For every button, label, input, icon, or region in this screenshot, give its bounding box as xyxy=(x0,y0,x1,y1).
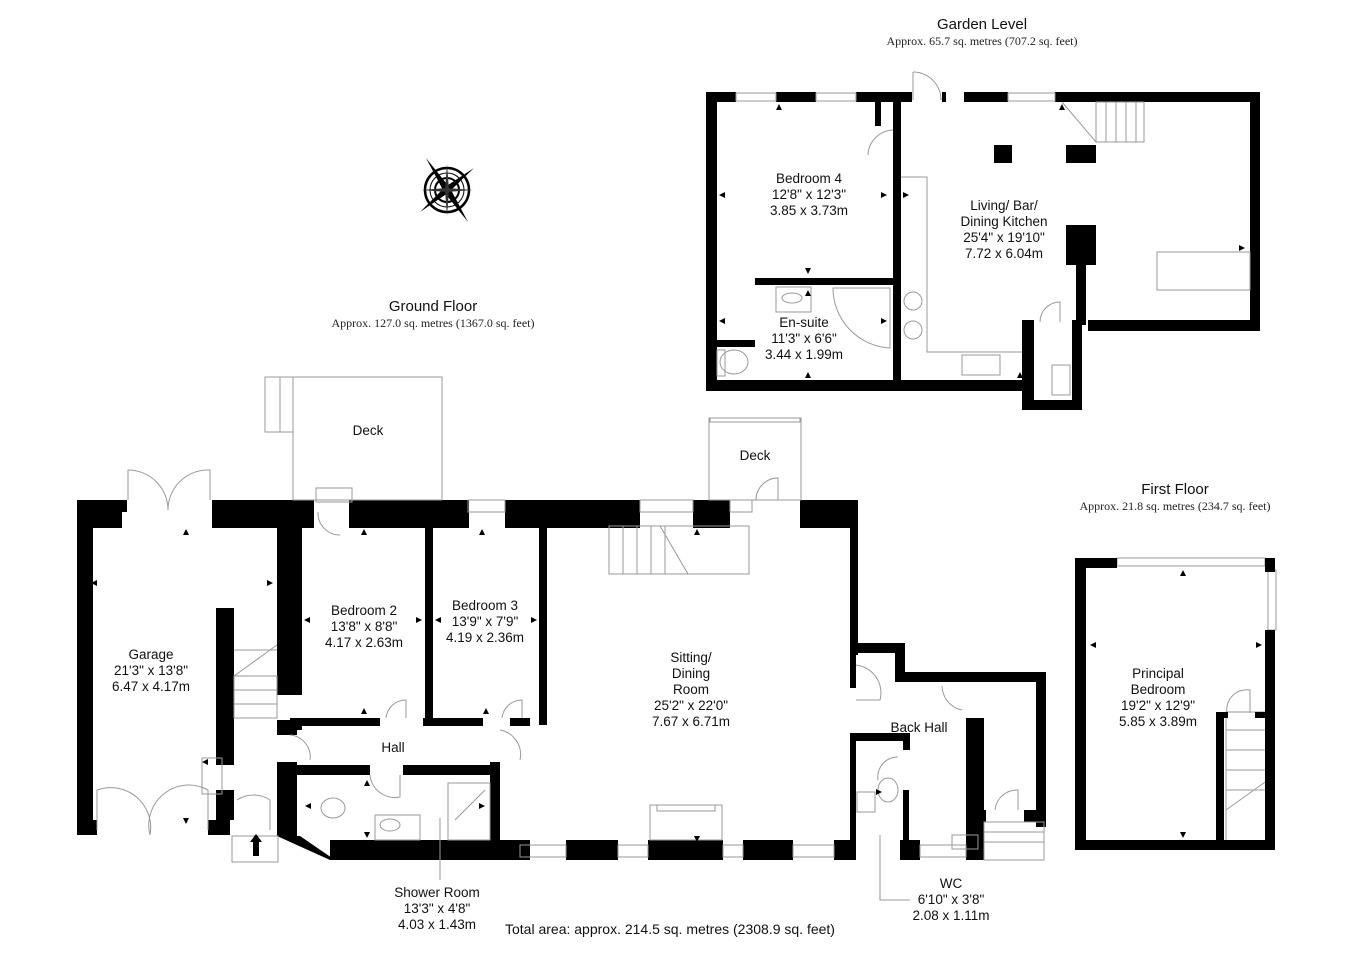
room-label-hall: Hall xyxy=(381,740,404,756)
room-name: Garage xyxy=(128,647,174,662)
room-imperial: 19'2" x 12'9" xyxy=(1120,698,1196,713)
room-name: Sitting/ xyxy=(670,650,712,665)
room-name: Back Hall xyxy=(890,720,948,735)
room-label-living-kitchen: Living/ Bar/ Dining Kitchen 25'4" x 19'1… xyxy=(960,198,1047,262)
room-label-sitting-dining: Sitting/ Dining Room 25'2" x 22'0" 7.67 … xyxy=(652,650,730,730)
room-metric: 6.47 x 4.17m xyxy=(111,679,191,694)
room-label-bedroom-2: Bedroom 2 13'8" x 8'8" 4.17 x 2.63m xyxy=(325,603,403,651)
fixtures xyxy=(96,71,1277,901)
room-name: Dining Kitchen xyxy=(960,214,1048,229)
floor-name: Ground Floor xyxy=(388,298,478,315)
first-floor-walls xyxy=(1075,558,1275,850)
room-imperial: 13'9" x 7'9" xyxy=(451,614,519,629)
room-name: Principal xyxy=(1132,666,1184,681)
room-label-wc: WC 6'10" x 3'8" 2.08 x 1.11m xyxy=(912,876,989,924)
room-label-bedroom-4: Bedroom 4 12'8" x 12'3" 3.85 x 3.73m xyxy=(770,171,848,219)
room-name: Deck xyxy=(739,448,771,463)
floor-area: Approx. 127.0 sq. metres (1367.0 sq. fee… xyxy=(331,316,535,330)
room-imperial: 25'2" x 22'0" xyxy=(653,698,729,713)
room-label-deck-right: Deck xyxy=(740,448,771,464)
room-imperial: 12'8" x 12'3" xyxy=(771,187,847,202)
room-imperial: 21'3" x 13'8" xyxy=(113,663,189,678)
floor-name: First Floor xyxy=(1141,481,1209,498)
room-metric: 4.19 x 2.36m xyxy=(445,630,525,645)
room-metric: 2.08 x 1.11m xyxy=(912,908,990,923)
room-metric: 3.85 x 3.73m xyxy=(769,203,849,218)
room-metric: 3.44 x 1.99m xyxy=(764,347,844,362)
room-name: Hall xyxy=(381,740,405,755)
entrance-arrow-icon xyxy=(250,834,262,856)
room-name: Bedroom 3 xyxy=(451,598,519,613)
room-name: En-suite xyxy=(779,315,829,330)
room-imperial: 13'8" x 8'8" xyxy=(330,619,398,634)
room-label-shower-room: Shower Room 13'3" x 4'8" 4.03 x 1.43m xyxy=(394,885,480,933)
room-name: Deck xyxy=(352,423,384,438)
room-name: Bedroom 2 xyxy=(330,603,398,618)
room-metric: 5.85 x 3.89m xyxy=(1118,714,1198,729)
garden-level-title: Garden Level Approx. 65.7 sq. metres (70… xyxy=(887,16,1078,49)
room-metric: 7.67 x 6.71m xyxy=(651,714,731,729)
room-metric: 4.03 x 1.43m xyxy=(397,917,477,932)
floor-area: Approx. 65.7 sq. metres (707.2 sq. feet) xyxy=(886,34,1078,48)
room-name: Bedroom xyxy=(1130,682,1186,697)
room-metric: 4.17 x 2.63m xyxy=(324,635,404,650)
room-label-bedroom-3: Bedroom 3 13'9" x 7'9" 4.19 x 2.36m xyxy=(446,598,524,646)
room-imperial: 11'3" x 6'6" xyxy=(771,331,837,346)
walls xyxy=(77,92,1260,860)
room-label-garage: Garage 21'3" x 13'8" 6.47 x 4.17m xyxy=(112,647,190,695)
room-name: Room xyxy=(672,682,710,697)
first-floor-title: First Floor Approx. 21.8 sq. metres (234… xyxy=(1080,481,1271,514)
floor-area: Approx. 21.8 sq. metres (234.7 sq. feet) xyxy=(1079,499,1271,513)
room-label-back-hall: Back Hall xyxy=(890,720,947,736)
compass-rose-icon xyxy=(420,158,474,222)
room-name: Bedroom 4 xyxy=(775,171,843,186)
room-label-principal-bedroom: Principal Bedroom 19'2" x 12'9" 5.85 x 3… xyxy=(1119,666,1197,730)
room-name: Dining xyxy=(671,666,711,681)
floor-name: Garden Level xyxy=(936,16,1028,33)
room-label-en-suite: En-suite 11'3" x 6'6" 3.44 x 1.99m xyxy=(765,315,843,363)
room-imperial: 13'3" x 4'8" xyxy=(403,901,471,916)
room-metric: 7.72 x 6.04m xyxy=(964,246,1044,261)
ground-floor-title: Ground Floor Approx. 127.0 sq. metres (1… xyxy=(332,298,535,331)
room-name: WC xyxy=(939,876,963,891)
room-imperial: 25'4" x 19'10" xyxy=(963,230,1045,245)
room-name: Living/ Bar/ xyxy=(970,198,1038,213)
total-area: Total area: approx. 214.5 sq. metres (23… xyxy=(505,921,835,937)
dimension-markers xyxy=(91,104,1262,842)
room-name: Shower Room xyxy=(394,885,480,900)
room-imperial: 6'10" x 3'8" xyxy=(917,892,985,907)
room-label-deck-left: Deck xyxy=(353,423,384,439)
